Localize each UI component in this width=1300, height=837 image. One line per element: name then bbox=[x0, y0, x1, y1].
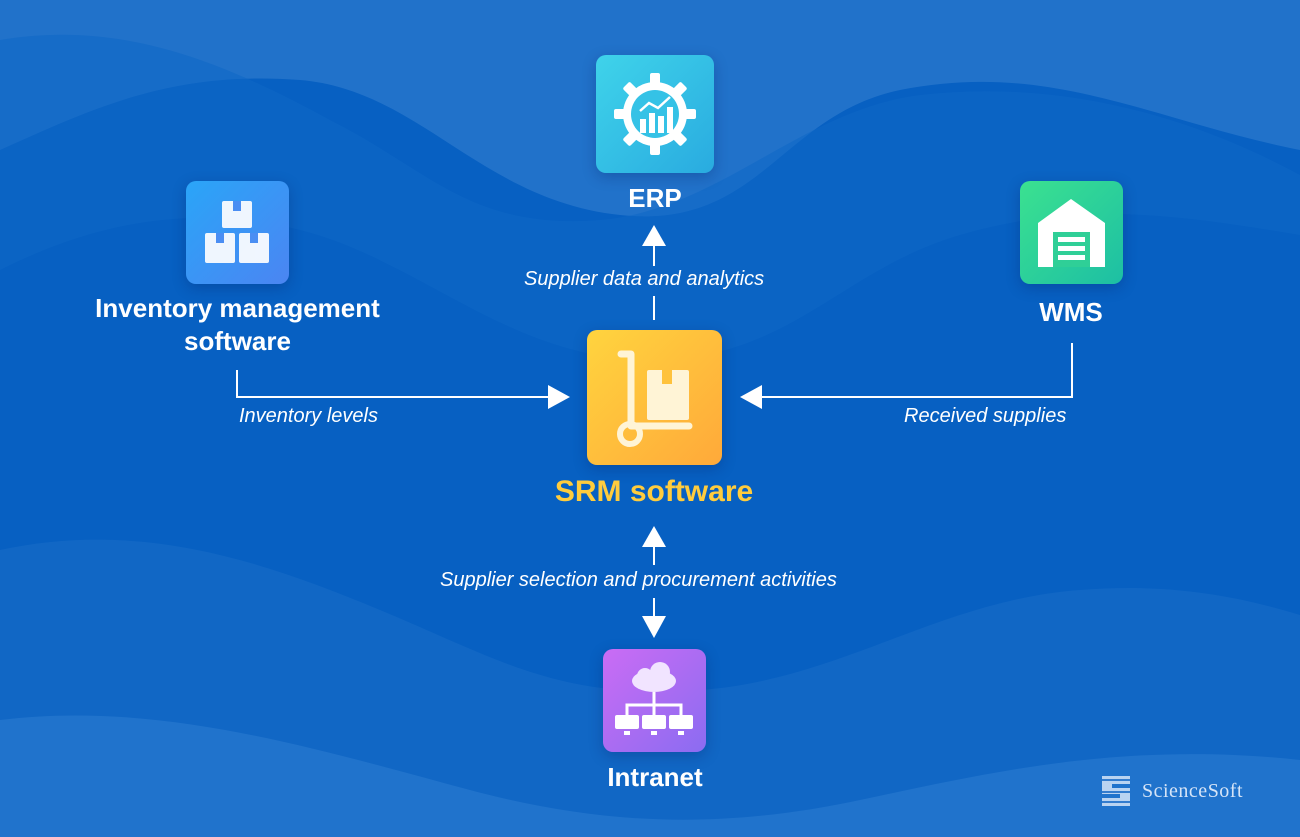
sciencesoft-logo: ScienceSoft bbox=[1100, 772, 1275, 810]
srm-node-icon bbox=[587, 330, 722, 465]
boxes-icon bbox=[205, 201, 269, 263]
erp-label: ERP bbox=[628, 183, 682, 213]
sciencesoft-logo-mark-icon bbox=[1102, 776, 1130, 806]
arrow-right-srm bbox=[548, 385, 570, 409]
warehouse-icon bbox=[1038, 199, 1105, 267]
hand-truck-icon bbox=[617, 350, 693, 447]
intranet-node-icon bbox=[603, 649, 706, 752]
wms-node-icon bbox=[1020, 181, 1123, 284]
arrow-down-intranet bbox=[642, 616, 666, 638]
inventory-node-icon bbox=[186, 181, 289, 284]
inventory-flow-label: Inventory levels bbox=[239, 405, 378, 427]
wms-label: WMS bbox=[1039, 297, 1103, 327]
srm-label: SRM software bbox=[554, 475, 754, 508]
arrow-up-erp bbox=[642, 225, 666, 246]
erp-flow-label: Supplier data and analytics bbox=[524, 268, 765, 290]
arrow-left-srm bbox=[740, 385, 762, 409]
intranet-label: Intranet bbox=[607, 762, 703, 792]
gear-chart-icon bbox=[614, 73, 696, 155]
cloud-network-icon bbox=[615, 662, 693, 735]
wms-connector bbox=[760, 343, 1073, 398]
arrow-up-srm bbox=[642, 526, 666, 547]
inventory-label-line1: Inventory management bbox=[95, 293, 380, 323]
inventory-connector bbox=[236, 370, 550, 398]
wms-flow-label: Received supplies bbox=[904, 405, 1067, 427]
sciencesoft-logo-text: ScienceSoft bbox=[1142, 780, 1244, 802]
inventory-label-line2: software bbox=[184, 326, 291, 356]
erp-node-icon bbox=[596, 55, 714, 173]
intranet-flow-label: Supplier selection and procurement activ… bbox=[440, 569, 837, 591]
